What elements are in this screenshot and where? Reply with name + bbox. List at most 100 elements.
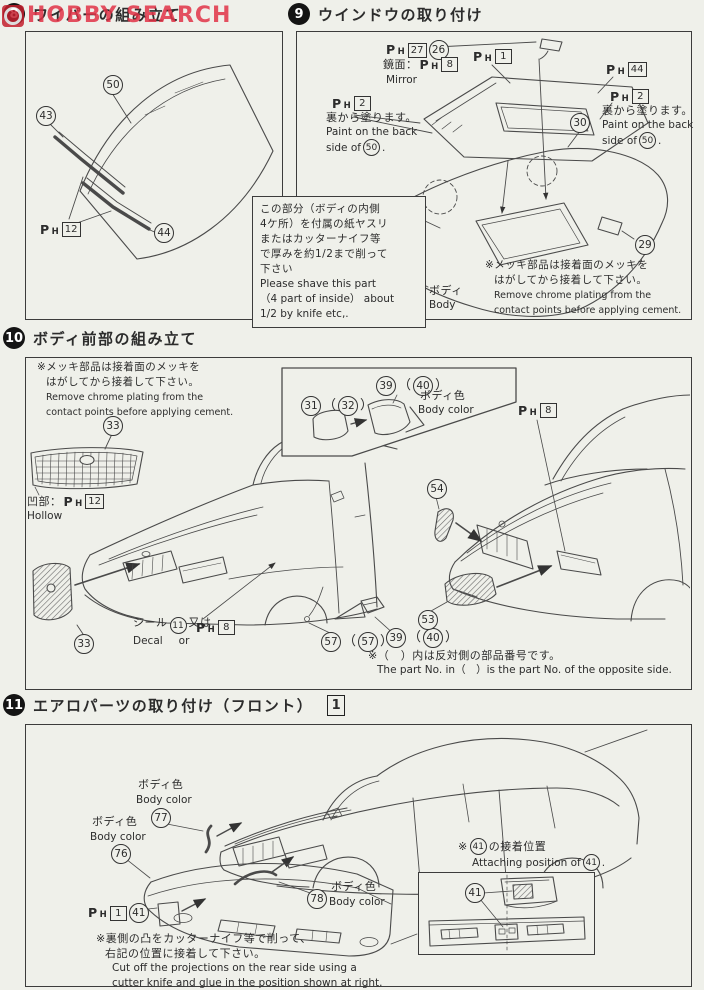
hollow-jp: 凹部： [27, 494, 62, 508]
part-33-circle: 33 [74, 634, 94, 654]
section-10-number: 10 [3, 327, 25, 349]
shave-note-box: この部分（ボディの内側 4ケ所）を付属の紙ヤスリ またはカッターナイフ等 で厚み… [252, 196, 426, 328]
part-41-circle: 41 [469, 838, 487, 855]
ph-p: P [40, 221, 50, 237]
part-40-circle: 40 [423, 628, 444, 648]
part-29-label: 29 [635, 235, 655, 255]
part-43-label: 43 [36, 106, 56, 126]
chrome-jp-2: はがしてから接着して下さい。 [46, 376, 200, 388]
part-39-circle: 39 [376, 376, 396, 396]
ph-number-box: 8 [217, 620, 235, 635]
section-10-title: ボディ前部の組み立て [33, 329, 197, 348]
ph-number-box: 1 [109, 905, 127, 921]
part-54-circle: 54 [427, 479, 447, 499]
period: . [381, 141, 386, 154]
part-30-circle: 30 [570, 113, 590, 133]
attach-position-en-label: Attaching position of 41 . [472, 854, 605, 871]
part-31-circle: 31 [301, 396, 321, 416]
ph-h: H [99, 910, 107, 920]
section-10-box [25, 357, 692, 690]
body-jp-label: ボディ [429, 284, 463, 297]
paint-en-2-text: side of [326, 141, 361, 154]
section-9-title: ウインドウの取り付け [318, 5, 484, 24]
ph-number-box: 1 [494, 49, 512, 64]
part-29-circle: 29 [635, 235, 655, 255]
ph-number-box: 8 [441, 57, 459, 72]
part-31-32-label: 31（32） [301, 396, 373, 416]
mirror-jp-text: 鏡面： [383, 57, 418, 71]
ph-h: H [51, 226, 59, 237]
opposite-side-note: ※（ ）内は反対側の部品番号です。 The part No. in（ ）is t… [368, 648, 672, 678]
cut-en-2: cutter knife and glue in the position sh… [112, 977, 383, 989]
section-11-number: 11 [3, 694, 25, 716]
period: . [601, 856, 606, 869]
cut-note: ※裏側の凸をカッターナイフ等で削って、 右記の位置に接着して下さい。 Cut o… [96, 931, 382, 990]
part-53-label: 53 [418, 610, 438, 630]
ph-number-box: 2 [353, 96, 371, 111]
shave-jp-5: 下さい [260, 263, 293, 275]
part-41-inset-label: 41 [465, 883, 485, 903]
paren-close: ） [445, 630, 459, 645]
chrome-jp-2: はがしてから接着して下さい。 [494, 274, 648, 286]
section-11-title-box-1: 1 [327, 694, 346, 716]
part-32-circle: 32 [338, 396, 359, 416]
body-color-en-78: Body color [329, 896, 385, 908]
section-11-title: エアロパーツの取り付け（フロント） [33, 696, 314, 715]
body-color-en-label: Body color [418, 404, 474, 416]
paren-close: ） [360, 398, 374, 413]
attach-jp: の接着位置 [488, 839, 547, 853]
ph-p: P [63, 493, 73, 509]
cut-jp-2: 右記の位置に接着して下さい。 [105, 947, 266, 960]
ph-number-box: 12 [61, 222, 81, 237]
period: . [657, 134, 662, 147]
part-39-40-bottom-label: 39（40） [386, 628, 458, 648]
chrome-en-2: contact points before applying cement. [46, 407, 234, 418]
body-color-jp-78: ボディ色 [331, 880, 377, 893]
decal-11-circle: 11 [169, 617, 187, 634]
watermark-logo-icon [2, 4, 24, 27]
paint-en-1: Paint on the back [602, 119, 694, 131]
section-11-header: 11 エアロパーツの取り付け（フロント） 1 [3, 694, 346, 716]
section-8-box [25, 31, 283, 320]
ph-p: P [610, 88, 620, 104]
section-11-box [25, 724, 692, 987]
ph-h: H [343, 100, 351, 111]
part-53-circle: 53 [418, 610, 438, 630]
part-50-circle: 50 [103, 75, 123, 95]
ph-p: P [88, 905, 98, 920]
ph-p: P [332, 95, 342, 111]
attach-en: Attaching position of [472, 856, 581, 869]
paren-open: （ [408, 630, 422, 645]
ph-p: P [419, 56, 429, 72]
ph-h: H [484, 53, 492, 64]
part-43-circle: 43 [36, 106, 56, 126]
shave-jp-3: またはカッターナイフ等 [260, 233, 381, 245]
shave-en-2: （4 part of inside） about [260, 293, 395, 305]
part-54-label: 54 [427, 479, 447, 499]
ph-h: H [397, 47, 405, 57]
part-50-circle: 50 [362, 139, 380, 156]
ph-number-box: 8 [539, 403, 557, 418]
chrome-note-s9: ※メッキ部品は接着面のメッキを はがしてから接着して下さい。 Remove ch… [485, 258, 681, 318]
part-77-circle: 77 [151, 808, 171, 828]
part-33-bottom-label: 33 [74, 634, 94, 654]
chrome-en-2: contact points before applying cement. [494, 305, 682, 316]
ph-number-box: 27 [407, 42, 427, 58]
part-44-circle: 44 [154, 223, 174, 243]
shave-en-3: 1/2 by knife etc,. [260, 308, 349, 320]
paren-open: （ [323, 398, 337, 413]
ph-h: H [617, 66, 625, 77]
ph-h: H [431, 61, 439, 72]
part-33-top-label: 33 [103, 416, 123, 436]
asterisk: ※ [458, 839, 468, 853]
mirror-en-label: Mirror [386, 74, 417, 86]
paren-open: （ [398, 378, 412, 393]
attach-position-drawing [428, 874, 586, 953]
